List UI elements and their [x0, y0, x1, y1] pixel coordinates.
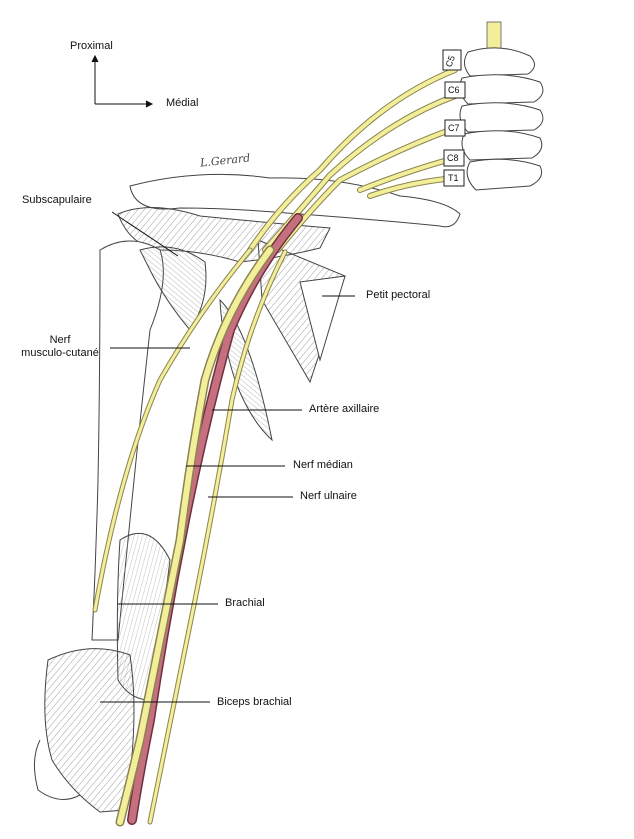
clavicle: [129, 173, 461, 228]
vertebra-c8-label: C8: [447, 153, 459, 163]
pectoralis-minor-label: Petit pectoral: [366, 289, 431, 301]
proximal-label: Proximal: [70, 40, 113, 52]
orientation-arrows: [91, 54, 154, 108]
biceps-label: Biceps brachial: [217, 696, 292, 708]
axillary-artery-label: Artère axillaire: [309, 403, 380, 415]
vertebra-level-tags: [442, 49, 466, 187]
biceps-muscle: [44, 648, 135, 813]
musculocutaneous-label-line1: Nerf: [49, 334, 71, 346]
brachialis-label: Brachial: [225, 597, 265, 609]
vertebra-t1-label: T1: [448, 173, 459, 183]
vertebra-c6-label: C6: [448, 85, 460, 95]
subscapularis-label: Subscapulaire: [22, 194, 92, 206]
ulnar-nerve-label: Nerf ulnaire: [300, 490, 357, 502]
vertebra-c7-label: C7: [448, 123, 460, 133]
subscapularis-muscle: [139, 246, 207, 331]
median-nerve-label: Nerf médian: [293, 459, 353, 471]
leader-lines: [100, 211, 355, 703]
medial-label: Médial: [166, 97, 199, 109]
musculocutaneous-label-line2: musculo-cutané: [21, 347, 99, 359]
pectoralis-minor-muscle: [257, 239, 346, 384]
cervical-spine: [459, 21, 544, 191]
